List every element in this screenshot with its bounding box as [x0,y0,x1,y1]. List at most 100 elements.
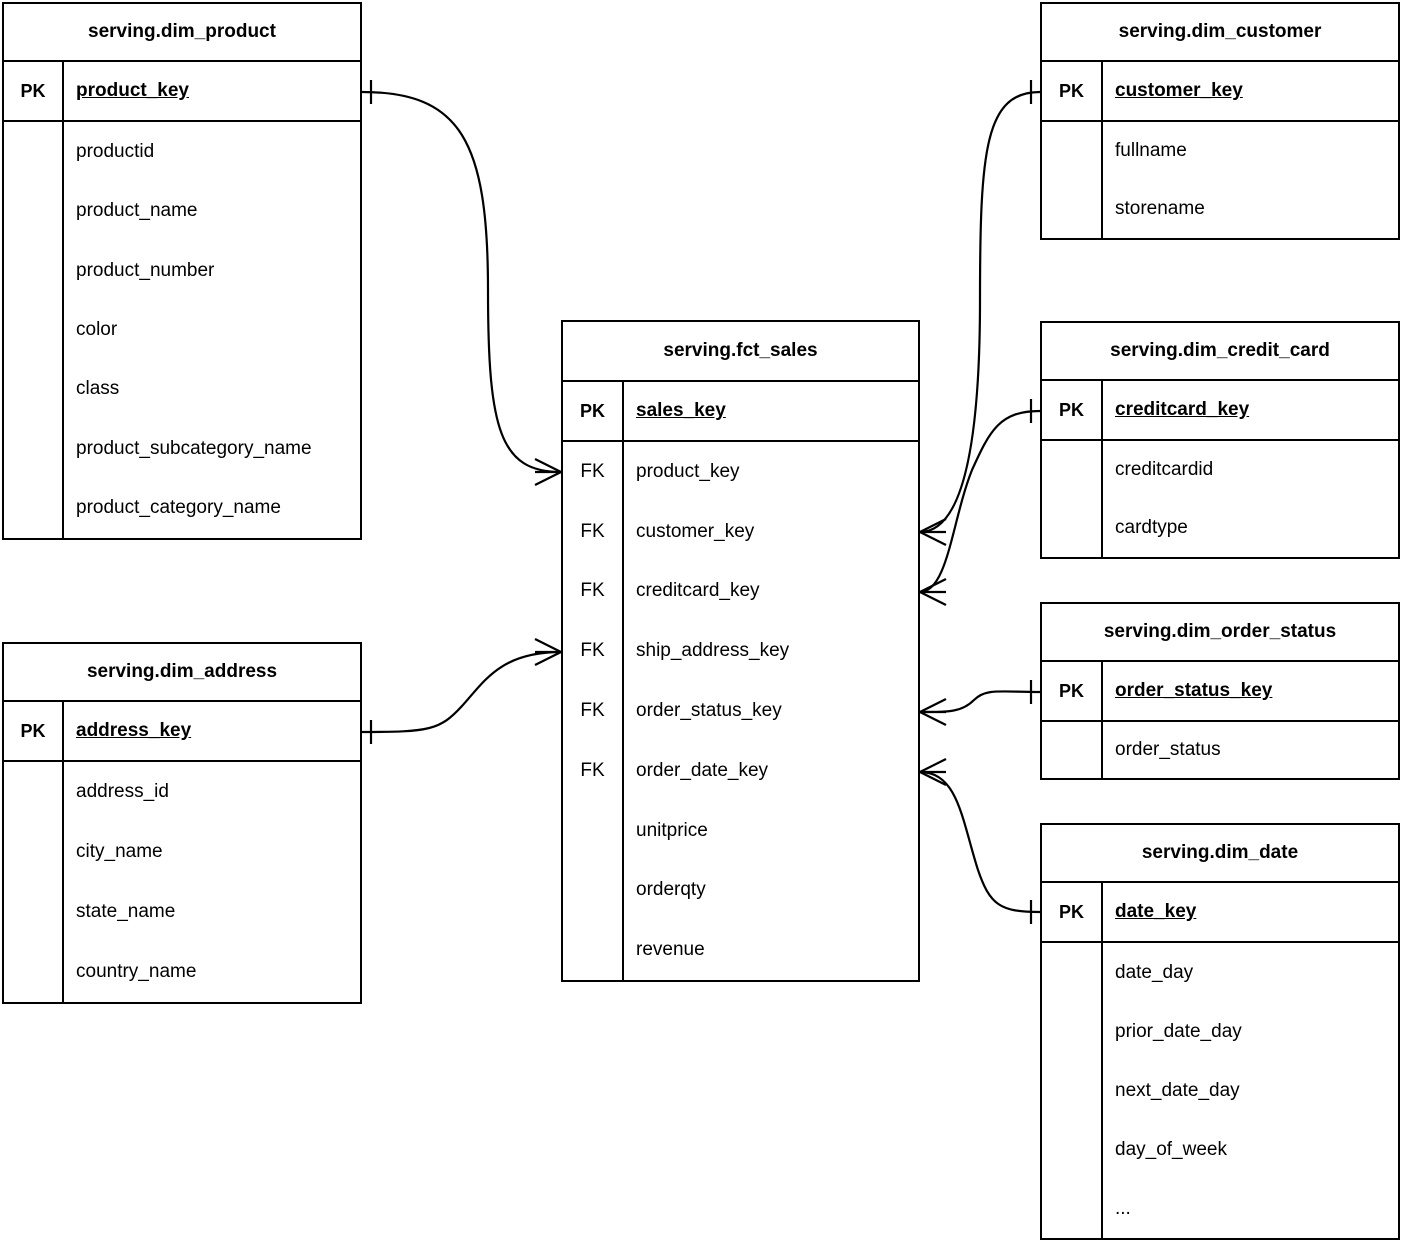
erd-column-name: product_key [636,460,740,482]
erd-column-name: date_day [1115,961,1194,983]
pk-marker: PK [4,62,64,120]
erd-column-name: color [76,319,118,341]
crowsfoot-prong [919,578,947,593]
crowsfoot-prong [919,698,947,713]
relationship-line [919,90,1041,534]
erd-column-name: customer_key [636,520,755,542]
erd-field-row[interactable]: city_name [4,822,360,882]
erd-column-name: product_key [76,80,189,102]
erd-field-row[interactable]: ... [1042,1179,1398,1238]
erd-field-row[interactable]: state_name [4,882,360,942]
erd-column-name: cardtype [1115,517,1188,539]
erd-column-name: date_key [1115,901,1197,923]
erd-field-row[interactable]: product_name [4,181,360,241]
key-marker-empty [1042,499,1103,557]
erd-field-row[interactable]: product_number [4,240,360,301]
erd-table-title: serving.dim_order_status [1042,604,1398,662]
erd-field-row[interactable]: FK product_key [563,442,918,502]
erd-field-row[interactable]: revenue [563,920,918,980]
key-marker-empty [1042,1179,1103,1238]
erd-field-row[interactable]: fullname [1042,122,1398,180]
erd-field-row[interactable]: FK order_status_key [563,681,918,741]
relationship-line [919,409,1041,594]
erd-field-row[interactable]: order_status [1042,722,1398,778]
erd-field-row[interactable]: productid [4,122,360,182]
erd-field-row[interactable]: color [4,300,360,360]
crowsfoot-prong [919,758,947,773]
key-marker-empty [4,122,64,182]
erd-field-row[interactable]: unitprice [563,800,918,861]
key-marker-empty [1042,1061,1103,1120]
relationship-line [361,90,562,474]
erd-table-title: serving.dim_customer [1042,4,1398,62]
fk-marker: FK [563,442,624,502]
erd-field-row[interactable]: product_subcategory_name [4,419,360,479]
key-marker-empty [4,359,64,420]
crowsfoot-prong [534,638,562,653]
erd-field-row[interactable]: class [4,359,360,420]
erd-pk-row[interactable]: PK product_key [4,62,360,122]
erd-field-row[interactable]: address_id [4,762,360,822]
erd-field-row[interactable]: orderqty [563,860,918,921]
erd-column-name: class [76,378,120,400]
erd-column-name: order_status [1115,739,1221,761]
erd-column-name: order_status_key [636,700,782,722]
erd-field-row[interactable]: creditcardid [1042,441,1398,499]
key-marker-empty [1042,1120,1103,1179]
erd-field-row[interactable]: day_of_week [1042,1120,1398,1179]
erd-field-row[interactable]: FK ship_address_key [563,621,918,682]
erd-table-title: serving.fct_sales [563,322,918,382]
fk-marker: FK [563,501,624,562]
crowsfoot-prong [919,771,947,786]
key-marker-empty [4,478,64,538]
crowsfoot-prong [534,651,562,666]
erd-field-row[interactable]: FK customer_key [563,501,918,562]
fk-marker: FK [563,681,624,741]
erd-field-row[interactable]: product_category_name [4,478,360,538]
erd-field-row[interactable]: storename [1042,180,1398,238]
erd-column-name: orderqty [636,879,706,901]
key-marker-empty [1042,722,1103,778]
erd-field-row[interactable]: cardtype [1042,499,1398,557]
relationship-product-to-sales [361,80,562,486]
erd-column-name: city_name [76,841,163,863]
erd-column-name: next_date_day [1115,1079,1240,1101]
crowsfoot-prong [919,531,947,546]
erd-column-name: creditcard_key [636,580,760,602]
fk-marker: FK [563,621,624,682]
erd-column-name: unitprice [636,819,708,841]
relationship-line [361,650,562,734]
erd-field-row[interactable]: prior_date_day [1042,1002,1398,1061]
erd-column-name: fullname [1115,140,1187,162]
crowsfoot-prong [534,458,562,473]
erd-column-name: ship_address_key [636,640,790,662]
erd-field-row[interactable]: next_date_day [1042,1061,1398,1120]
erd-column-name: product_name [76,200,198,222]
pk-marker: PK [4,702,64,760]
erd-field-row[interactable]: date_day [1042,943,1398,1002]
erd-table-title: serving.dim_date [1042,825,1398,883]
erd-column-name: storename [1115,198,1205,220]
erd-field-row[interactable]: country_name [4,942,360,1002]
key-marker-empty [4,419,64,479]
key-marker-empty [1042,943,1103,1002]
key-marker-empty [4,882,64,942]
